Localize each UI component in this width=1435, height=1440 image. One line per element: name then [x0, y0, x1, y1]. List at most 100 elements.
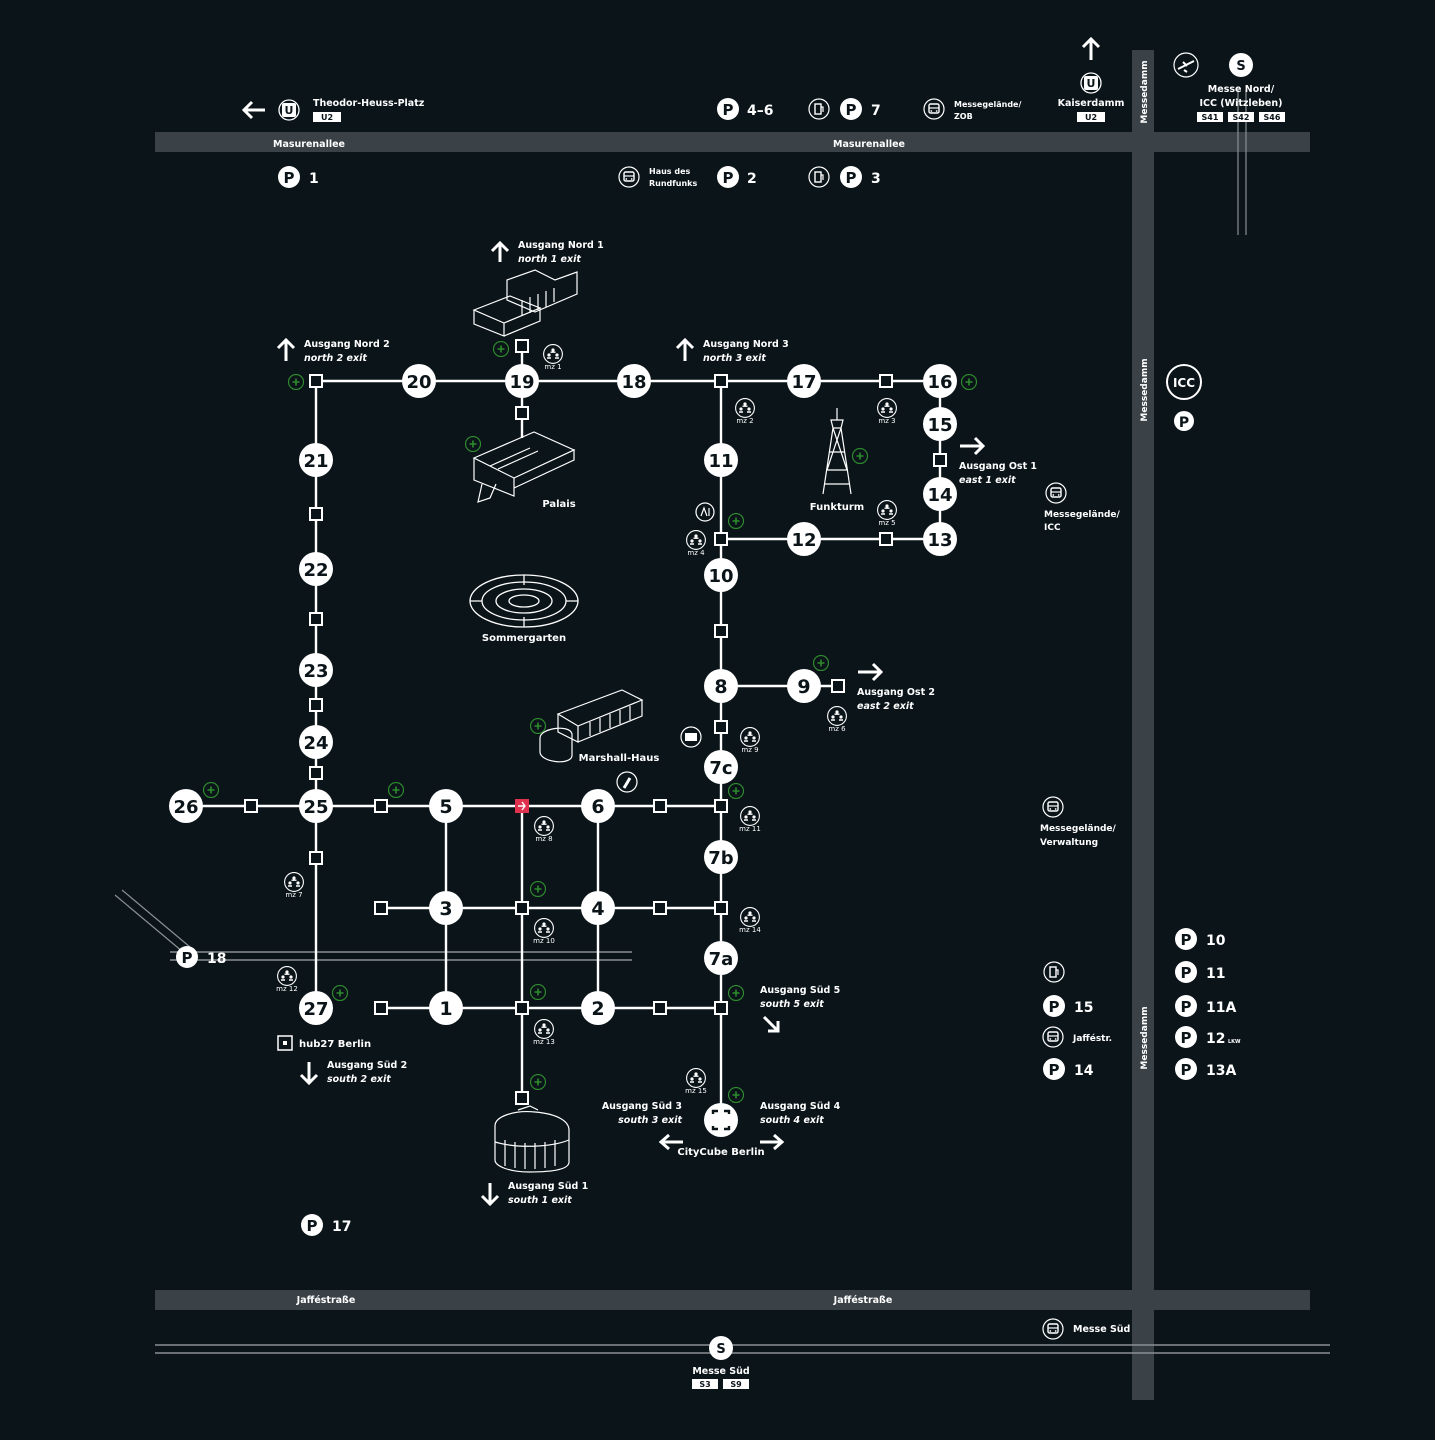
- bus-stop-jaffestr[interactable]: Jafféstr.: [1042, 1026, 1112, 1048]
- street-label-messedamm-north: Messedamm: [1140, 60, 1150, 123]
- hall-16[interactable]: 16: [923, 364, 957, 398]
- hall-15[interactable]: 15: [923, 407, 957, 441]
- icc-building[interactable]: ICC: [1166, 364, 1202, 400]
- exit-nord3[interactable]: Ausgang Nord 3 north 3 exit: [675, 337, 789, 364]
- svg-text:Jafféstr.: Jafféstr.: [1072, 1033, 1112, 1044]
- bus-stop-zob[interactable]: Messegelände/ZOB: [923, 98, 1021, 121]
- hall-24[interactable]: 24: [299, 725, 333, 759]
- parking-icon: P: [284, 169, 295, 187]
- bus-icon: [1042, 796, 1064, 818]
- parking-icon: P: [1179, 415, 1189, 431]
- hall-2[interactable]: 2: [581, 991, 615, 1025]
- hall-7a[interactable]: 7a: [704, 941, 738, 975]
- exit-sued4[interactable]: Ausgang Süd 4 south 4 exit: [760, 1101, 841, 1151]
- streets: Masurenallee Masurenallee Jafféstraße Ja…: [114, 50, 1330, 1400]
- hall-20[interactable]: 20: [402, 364, 436, 398]
- exit-ost2[interactable]: Ausgang Ost 2 east 2 exit: [857, 662, 935, 712]
- parking-icon: P: [307, 1217, 318, 1235]
- parking-icc[interactable]: P: [1174, 411, 1194, 431]
- exit-nord1-en: north 1 exit: [518, 254, 581, 265]
- hall-26[interactable]: 26: [169, 789, 203, 823]
- hall-21[interactable]: 21: [299, 443, 333, 477]
- hall-7c[interactable]: 7c: [704, 750, 738, 784]
- station-messe-sued[interactable]: S Messe Süd S3 S9: [692, 1336, 750, 1389]
- u-bahn-icon: U: [1087, 77, 1096, 90]
- parking-icon: P: [1049, 1061, 1060, 1079]
- line-badge-s3: S3: [699, 1380, 710, 1389]
- parking-icon: P: [723, 101, 734, 119]
- station-kaiserdamm[interactable]: U Kaiserdamm U2: [1058, 36, 1125, 122]
- hall-6[interactable]: 6: [581, 789, 615, 823]
- svg-text:Messegelände/: Messegelände/: [1040, 824, 1117, 834]
- hall-label: 21: [303, 451, 328, 472]
- hall-1[interactable]: 1: [429, 991, 463, 1025]
- hall-25[interactable]: 25: [299, 789, 333, 823]
- station-messe-nord[interactable]: S Messe Nord/ ICC (Witzleben) S41 S42 S4…: [1173, 52, 1285, 122]
- hall-11[interactable]: 11: [704, 443, 738, 477]
- bus-stop-verwaltung[interactable]: Messegelände/Verwaltung: [1040, 796, 1117, 848]
- hall-22[interactable]: 22: [299, 552, 333, 586]
- hall-3[interactable]: 3: [429, 891, 463, 925]
- hall-7b[interactable]: 7b: [704, 840, 738, 874]
- street-label-jaffestrasse-east: Jafféstraße: [833, 1295, 893, 1306]
- parking-icon: P: [1181, 964, 1192, 982]
- svg-text:mz 14: mz 14: [739, 926, 761, 934]
- first-aid-icon: [530, 1074, 546, 1090]
- exit-nord2[interactable]: Ausgang Nord 2 north 2 exit: [276, 337, 390, 364]
- hall-8[interactable]: 8: [704, 669, 738, 703]
- exit-nord3-de: Ausgang Nord 3: [703, 339, 789, 350]
- hall-13[interactable]: 13: [923, 522, 957, 556]
- hall-12[interactable]: 12: [787, 522, 821, 556]
- exit-nord1[interactable]: Ausgang Nord 1 north 1 exit: [490, 240, 604, 265]
- funkturm-icon: Funkturm: [810, 408, 864, 513]
- station-name-line1: Messe Nord/: [1208, 84, 1275, 95]
- hall-23[interactable]: 23: [299, 653, 333, 687]
- fuel-station-icon: [808, 98, 830, 120]
- hall-9[interactable]: 9: [787, 669, 821, 703]
- hall-label: 6: [591, 796, 604, 818]
- exit-sued2[interactable]: Ausgang Süd 2 south 2 exit: [299, 1060, 407, 1086]
- hall-14[interactable]: 14: [923, 477, 957, 511]
- exit-sued1[interactable]: Ausgang Süd 1 south 1 exit: [480, 1181, 588, 1207]
- first-aid-icon: [493, 341, 509, 357]
- bus-stop-messe-sued[interactable]: Messe Süd: [1042, 1318, 1130, 1340]
- exit-sued3[interactable]: Ausgang Süd 3 south 3 exit: [602, 1101, 683, 1151]
- hall-4[interactable]: 4: [581, 891, 615, 925]
- hall-27[interactable]: 27: [299, 991, 333, 1025]
- hall-5[interactable]: 5: [429, 789, 463, 823]
- exit-ost1[interactable]: Ausgang Ost 1 east 1 exit: [959, 436, 1037, 486]
- parking-number: 3: [871, 171, 881, 187]
- citycube-entrance[interactable]: [704, 1103, 738, 1137]
- airport-icon: [1173, 52, 1199, 78]
- hall-label: 7a: [709, 949, 734, 970]
- hall-label: 18: [621, 372, 646, 393]
- first-aid-icon: [203, 782, 219, 798]
- station-theodor-heuss-platz[interactable]: U Theodor-Heuss-Platz U2: [241, 98, 425, 122]
- hall-10[interactable]: 10: [704, 558, 738, 592]
- parking-number: 18: [207, 951, 226, 967]
- hall-19[interactable]: 19: [505, 364, 539, 398]
- hall-17[interactable]: 17: [787, 364, 821, 398]
- station-name: Theodor-Heuss-Platz: [313, 98, 425, 109]
- sommergarten-icon: Sommergarten: [469, 574, 579, 644]
- bus-icon: [618, 166, 640, 188]
- bus-stop-icc[interactable]: Messegelände/ICC: [1044, 482, 1121, 533]
- first-aid-icon: [728, 783, 744, 799]
- hall-18[interactable]: 18: [617, 364, 651, 398]
- exit-sued5[interactable]: Ausgang Süd 5 south 5 exit: [760, 985, 840, 1033]
